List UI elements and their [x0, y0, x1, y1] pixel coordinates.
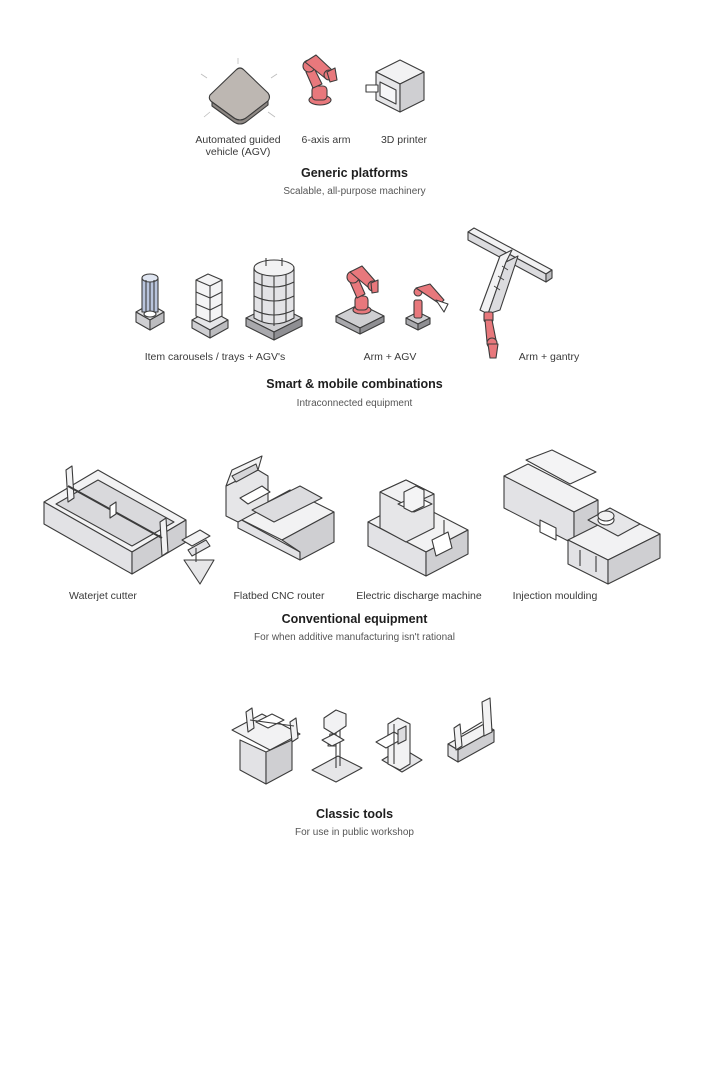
- robot-arm-label: 6-axis arm: [301, 134, 351, 146]
- edm-machine-label: Electric discharge machine: [356, 590, 482, 602]
- arm-gantry-label: Arm + gantry: [518, 351, 580, 363]
- arm-agv-label: Arm + AGV: [363, 351, 417, 363]
- gantry-beam-icon: [467, 227, 553, 359]
- cnc-router-icon: [225, 455, 335, 561]
- table-saw-icon: [231, 707, 301, 785]
- arm-on-agv-icon: [335, 265, 385, 335]
- section-subtitle-generic-platforms: Scalable, all-purpose machinery: [283, 186, 426, 197]
- waterjet-cutter-label: Waterjet cutter: [69, 590, 137, 602]
- 3d-printer-label: 3D printer: [380, 134, 428, 146]
- carousel-agv-label: Item carousels / trays + AGV's: [144, 351, 286, 363]
- section-title-smart-mobile: Smart & mobile combinations: [266, 377, 443, 391]
- 3d-printer-icon: [365, 59, 425, 113]
- carousel-small-icon: [135, 273, 165, 331]
- robot-arm-icon: [302, 54, 338, 106]
- section-title-generic-platforms: Generic platforms: [301, 166, 408, 180]
- agv-label: Automated guided vehicle (AGV): [195, 134, 281, 158]
- section-subtitle-classic-tools: For use in public workshop: [295, 827, 414, 838]
- section-subtitle-conventional: For when additive manufacturing isn't ra…: [254, 632, 455, 643]
- section-subtitle-smart-mobile: Intraconnected equipment: [296, 398, 413, 409]
- large-carousel-icon: [245, 258, 303, 341]
- lathe-icon: [447, 697, 495, 763]
- drill-press-icon: [311, 709, 363, 783]
- section-title-conventional: Conventional equipment: [281, 612, 428, 626]
- injection-moulding-icon: [503, 449, 661, 585]
- section-title-classic-tools: Classic tools: [315, 807, 394, 821]
- small-arm-agv-icon: [405, 283, 449, 331]
- cnc-router-label: Flatbed CNC router: [233, 590, 325, 602]
- injection-moulding-label: Injection moulding: [512, 590, 598, 602]
- waterjet-cutter-icon: [43, 465, 215, 585]
- bandsaw-icon: [375, 717, 423, 773]
- agv-icon: [200, 58, 278, 125]
- edm-machine-icon: [367, 479, 469, 577]
- tower-storage-icon: [191, 273, 229, 339]
